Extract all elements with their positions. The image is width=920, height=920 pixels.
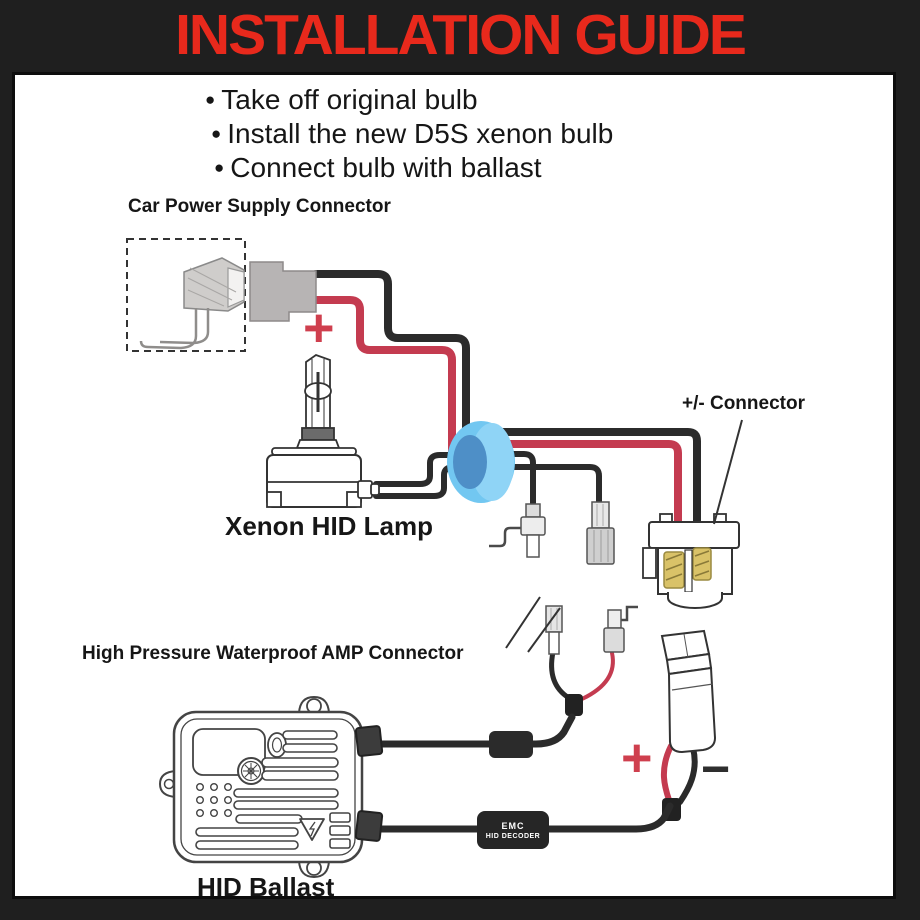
label-hid-ballast: HID Ballast — [197, 872, 335, 902]
grommet — [447, 421, 515, 503]
grommet-output-wires — [487, 451, 602, 509]
inline-relay-box — [489, 731, 533, 758]
step-item-1: ● Take off original bulb — [205, 83, 478, 116]
step-label: Take off original bulb — [221, 84, 478, 115]
step-label: Install the new D5S xenon bulb — [227, 118, 614, 149]
pm-connector-drawing — [642, 513, 740, 609]
amp-connectors-upper — [489, 501, 615, 565]
page-title: INSTALLATION GUIDE — [175, 3, 747, 67]
bullet-icon: ● — [205, 90, 216, 109]
plus-symbol-power: + — [303, 298, 335, 358]
minus-symbol-output: − — [701, 741, 731, 797]
hid-ballast-drawing — [158, 695, 384, 879]
decoder-line2: HID DECODER — [485, 832, 541, 840]
xenon-lamp-drawing — [266, 353, 380, 508]
step-item-3: ● Connect bulb with ballast — [214, 151, 542, 184]
oem-connector-sketch — [126, 238, 246, 352]
plus-symbol-output: + — [621, 728, 653, 788]
bullet-icon: ● — [214, 158, 225, 177]
car-power-connector-drawing — [249, 261, 317, 322]
ballast-wires — [376, 713, 674, 833]
harness-wires — [488, 428, 701, 526]
power-supply-wires — [312, 270, 470, 456]
label-xenon-lamp: Xenon HID Lamp — [225, 511, 434, 541]
label-car-power-connector: Car Power Supply Connector — [128, 196, 391, 217]
amp-connectors-lower — [545, 605, 638, 716]
decoder-line1: EMC — [501, 820, 525, 831]
label-pm-connector: +/- Connector — [682, 393, 805, 414]
emc-decoder-box: EMC HID DECODER — [477, 811, 549, 849]
label-amp-connector: High Pressure Waterproof AMP Connector — [82, 643, 464, 664]
step-item-2: ● Install the new D5S xenon bulb — [211, 117, 613, 150]
pointer-lines — [505, 419, 743, 653]
bullet-icon: ● — [211, 124, 222, 143]
step-label: Connect bulb with ballast — [230, 152, 542, 183]
